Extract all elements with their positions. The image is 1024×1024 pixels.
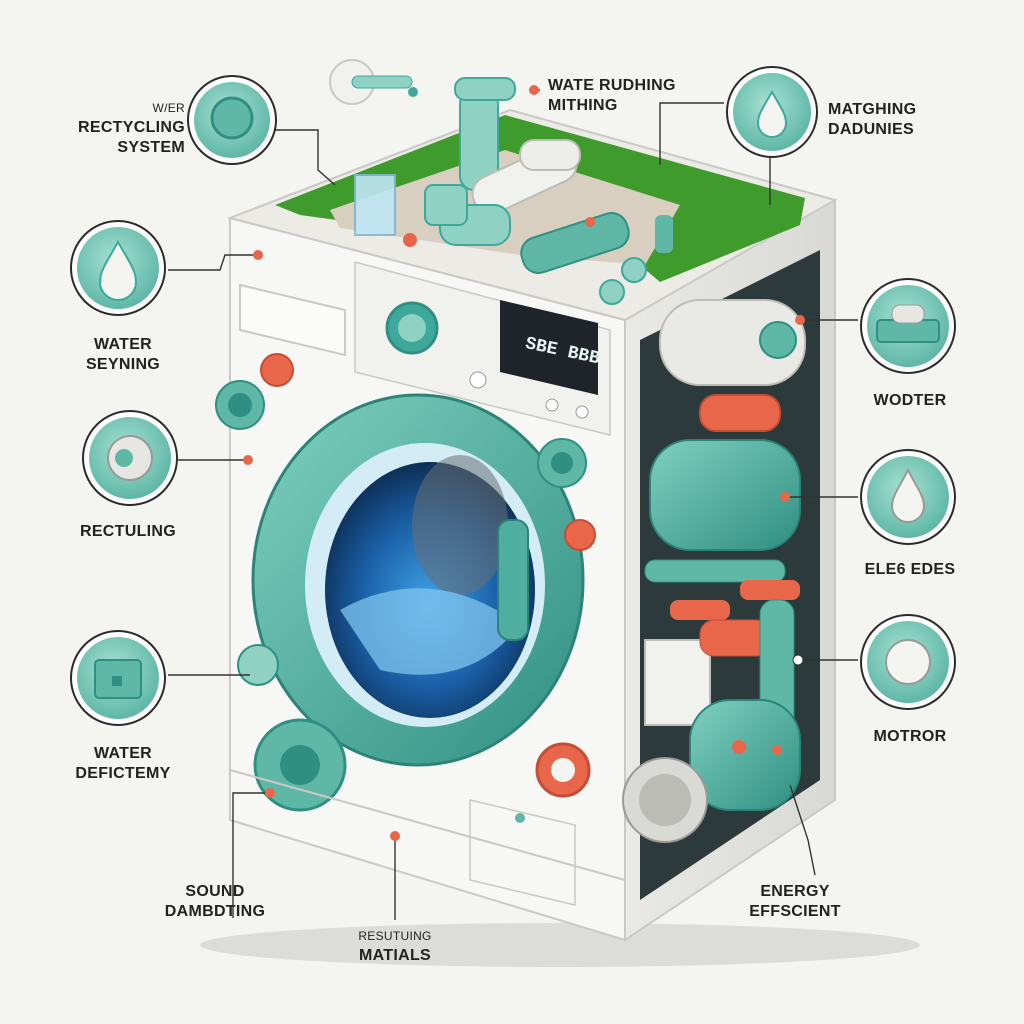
badge-water-seyning — [70, 220, 166, 316]
leader-dots — [243, 85, 805, 841]
top-pipes — [354, 77, 673, 305]
display-screen — [500, 300, 598, 395]
badge-matching — [726, 66, 818, 158]
door-handle — [497, 519, 529, 641]
label-sound-dampening: SOUND DAMBDTING — [164, 883, 266, 920]
faucet-icon — [329, 59, 418, 105]
badge-knob — [187, 75, 277, 165]
label-resuting-matials: RESUTUING MATIALS — [358, 929, 432, 964]
knob-icon — [210, 96, 254, 140]
filter-hatch — [469, 799, 576, 906]
button-icon — [885, 639, 931, 685]
front-components — [215, 353, 626, 906]
label-ele-edes: ELE6 EDES — [864, 561, 956, 578]
badge-wodter — [860, 278, 956, 374]
internal-parts — [622, 299, 806, 843]
water-foam — [340, 588, 520, 675]
panel-button-icon — [469, 371, 487, 389]
label-water-deficiency: WATER DEFICTEMY — [75, 745, 171, 782]
label-wodter: WODTER — [873, 392, 947, 409]
drum-mesh — [412, 455, 508, 595]
badge-ele-edes — [860, 449, 956, 545]
label-water-seyning: WATER SEYNING — [85, 336, 161, 373]
leader-lines — [168, 89, 858, 920]
label-recycling-system: W/ER RECTYCLING SYSTEM — [78, 101, 185, 156]
sensor-icon — [890, 467, 926, 523]
label-motror: MOTROR — [873, 728, 947, 745]
floor-shadow — [200, 923, 920, 967]
label-matching-dadunies: MATGHING DADUNIES — [828, 101, 917, 138]
water-drop-icon — [98, 239, 138, 301]
badge-water-deficiency — [70, 630, 166, 726]
label-water-rushing: WATE RUDHING MITHING — [548, 77, 676, 114]
water-drop-icon — [756, 89, 788, 138]
detergent-drawer — [239, 283, 346, 357]
label-energy-effscient: ENERGY EFFSCIENT — [749, 883, 841, 920]
label-recyling: RECTULING — [79, 523, 177, 540]
badge-motror — [860, 614, 956, 710]
badge-recyling — [82, 410, 178, 506]
